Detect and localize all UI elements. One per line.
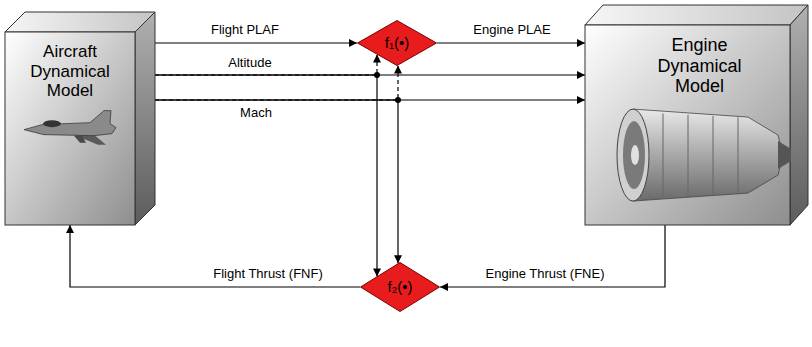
model-title: Engine Dynamical Model [640, 35, 760, 97]
text-block: f₂(•) [387, 278, 412, 295]
signal-arrow [437, 42, 585, 43]
signal-label: Engine PLAE [471, 22, 552, 38]
text-block: Engine Dynamical Model [640, 35, 760, 97]
box-side [135, 12, 155, 225]
signal-arrow [155, 100, 398, 263]
box-front [5, 32, 135, 225]
function-diamond: f₁(•) [357, 20, 437, 66]
text-block: f₁(•) [385, 34, 409, 51]
jet-canopy [43, 120, 61, 127]
decision-diamond [361, 263, 440, 312]
function-label: f₁(•) [385, 34, 409, 51]
fighter-jet-picture [24, 111, 116, 145]
casing-ring [713, 116, 714, 194]
box-front [585, 25, 790, 225]
signal-arrow [70, 225, 360, 287]
function-diamond: f₂(•) [360, 262, 440, 312]
signal-arrow [155, 55, 377, 76]
decision-diamond [358, 21, 437, 66]
fan-hub [631, 145, 639, 165]
signal-label: Flight PLAF [209, 22, 281, 38]
signal-label: Mach [238, 105, 274, 121]
signal-label: Engine Thrust (FNE) [484, 266, 607, 282]
engine-casing [633, 109, 783, 201]
signal-arrow [440, 225, 665, 287]
box-top [585, 5, 808, 25]
model-box: Aircraft Dynamical Model [5, 12, 155, 225]
casing-ring [688, 115, 689, 196]
model-box: Engine Dynamical Model [585, 5, 808, 225]
jet-store [74, 136, 86, 143]
function-label: f₂(•) [387, 278, 412, 295]
signal-label: Altitude [226, 55, 273, 71]
text-block: Aircraft Dynamical Model [14, 42, 126, 101]
signal-label: Flight Thrust (FNF) [211, 266, 325, 282]
fan-disc [623, 121, 645, 189]
casing-ring [738, 117, 739, 193]
model-title: Aircraft Dynamical Model [14, 42, 126, 101]
box-side [790, 5, 808, 225]
signal-arrow [155, 65, 398, 100]
exhaust-cone [778, 141, 791, 169]
jet-fuselage [24, 111, 116, 136]
engine-inlet [617, 109, 649, 201]
signal-arrow [155, 75, 377, 276]
signal-arrow [155, 42, 357, 43]
box-top [5, 12, 155, 32]
casing-ring [663, 114, 664, 197]
engine-picture [617, 109, 791, 201]
